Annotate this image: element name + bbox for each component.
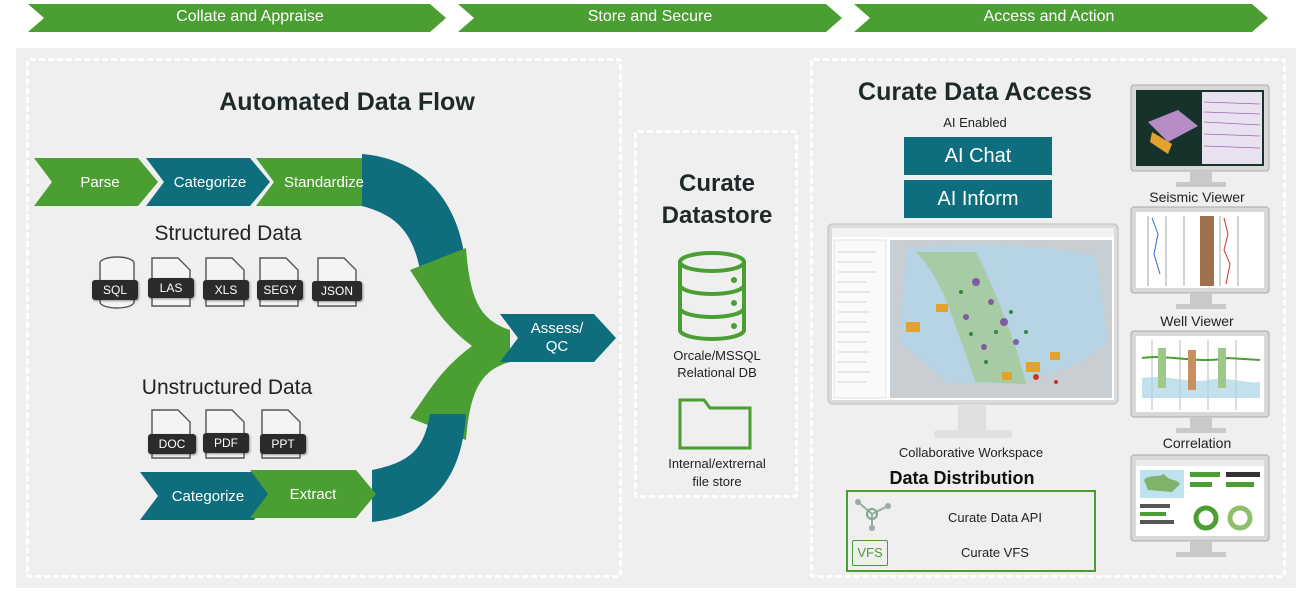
access-title: Curate Data Access — [858, 78, 1092, 106]
folder-icon — [678, 398, 752, 450]
datastore-title-line1: Curate — [678, 170, 756, 197]
unstructured-data-label: Unstructured Data — [141, 376, 313, 399]
correlation-thumb — [1130, 330, 1270, 433]
db-label-line2: Relational DB — [677, 365, 757, 380]
seismic-viewer-label: Seismic Viewer — [1149, 189, 1245, 205]
ppt-tag: PPT — [260, 434, 306, 454]
flow-section — [26, 58, 622, 578]
access-section — [810, 58, 1286, 578]
file-label-line2: file store — [692, 474, 742, 489]
flow-title: Automated Data Flow — [219, 88, 475, 116]
categorize-bottom-label: Categorize — [171, 488, 245, 505]
dashboard-thumb — [1130, 454, 1270, 557]
well-viewer-label: Well Viewer — [1160, 313, 1234, 329]
structured-data-label: Structured Data — [154, 222, 302, 245]
ai-inform-button[interactable]: AI Inform — [904, 180, 1052, 218]
vfs-icon: VFS — [852, 540, 888, 566]
parse-chevron — [34, 158, 158, 206]
workspace-label: Collaborative Workspace — [898, 445, 1044, 460]
file-label-line1: Internal/extrernal — [668, 456, 766, 471]
datastore-title-line2: Datastore — [661, 202, 773, 229]
sql-tag: SQL — [92, 280, 138, 300]
standardize-label: Standardize — [283, 174, 365, 191]
segy-tag: SEGY — [257, 280, 303, 300]
seismic-viewer-thumb — [1130, 84, 1270, 187]
parse-label: Parse — [80, 174, 120, 191]
phase-label-3: Access and Action — [983, 8, 1115, 25]
phase-chevron-1 — [28, 4, 446, 32]
extract-chevron — [250, 470, 376, 518]
phase-label-1: Collate and Appraise — [176, 8, 324, 25]
api-network-icon — [855, 499, 891, 531]
db-label-line1: Orcale/MSSQL — [673, 348, 761, 363]
pdf-tag: PDF — [203, 433, 249, 453]
top-curve-arrow — [362, 154, 466, 270]
assess-chevron — [500, 314, 616, 362]
assess-qc-label: Assess/ QC — [530, 320, 584, 355]
well-viewer-thumb — [1130, 206, 1270, 309]
correlation-label: Correlation — [1162, 435, 1232, 451]
phase-banner — [28, 4, 1268, 32]
ai-chat-button[interactable]: AI Chat — [904, 137, 1052, 175]
standardize-chevron — [256, 158, 382, 206]
database-icon — [678, 251, 746, 341]
phase-chevron-3 — [854, 4, 1268, 32]
ai-enabled-label: AI Enabled — [943, 115, 1007, 130]
categorize-chevron — [146, 158, 270, 206]
extract-label: Extract — [289, 486, 337, 503]
json-tag: JSON — [312, 281, 362, 301]
bottom-curve-arrow — [372, 414, 466, 522]
phase-label-2: Store and Secure — [587, 8, 713, 25]
phase-chevron-2 — [458, 4, 842, 32]
distribution-title: Data Distribution — [889, 468, 1035, 488]
datastore-section — [634, 130, 798, 498]
las-tag: LAS — [148, 278, 194, 298]
categorize-bottom-chevron — [140, 472, 274, 520]
categorize-label: Categorize — [173, 174, 247, 191]
api-label: Curate Data API — [948, 510, 1042, 525]
vfs-label: Curate VFS — [961, 545, 1029, 560]
workspace-monitor — [827, 223, 1119, 438]
xls-tag: XLS — [203, 280, 249, 300]
merge-arrow — [410, 248, 510, 440]
doc-tag: DOC — [148, 434, 196, 454]
